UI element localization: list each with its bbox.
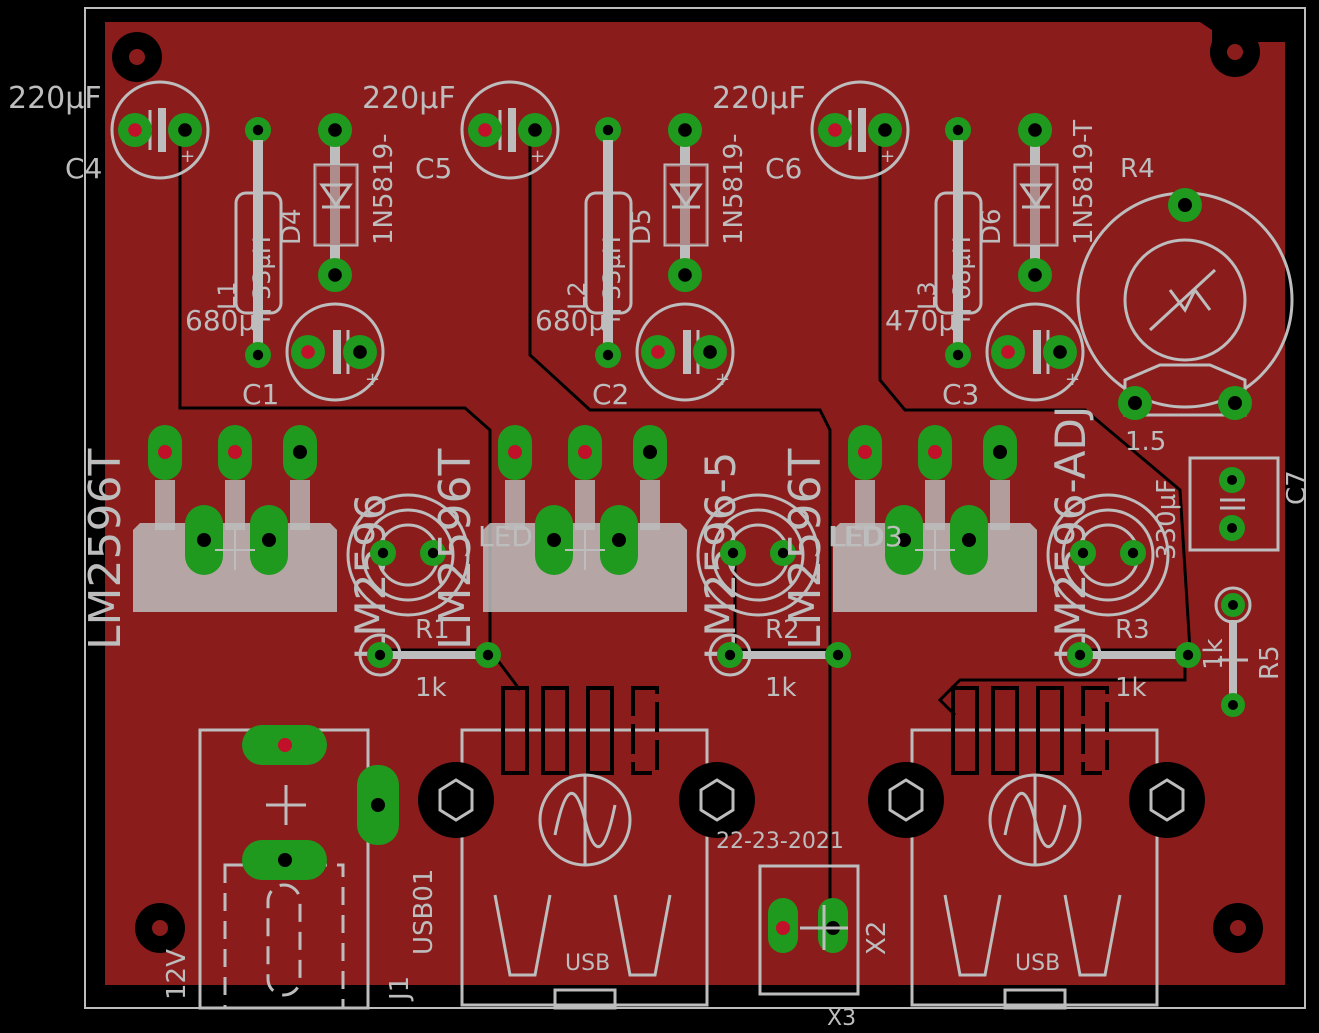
input-cap-2-ref: C5 [415, 152, 452, 185]
copper-pour [105, 22, 1285, 985]
diode-1: 1N5819- D4 [277, 113, 399, 292]
power-jack-j1: 12V J1 USB01 [162, 725, 439, 1010]
resistor-3-value: 1k [1115, 673, 1147, 703]
diode-3-value: 1N5819-T [1069, 120, 1099, 245]
jack-label: 12V [162, 949, 192, 1000]
output-cap-1-value: 680µF [185, 304, 272, 337]
svg-text:+: + [365, 369, 380, 390]
diode-1-ref: D4 [277, 208, 307, 245]
output-cap-3-ref: C3 [942, 378, 979, 411]
resistor-3: R3 1k [1058, 615, 1201, 703]
usb-1-label: USB [565, 951, 610, 976]
c7-value: 330µF [1152, 479, 1182, 560]
diode-3: 1N5819-T D6 [977, 113, 1099, 292]
inductor-1-value: 33µH [248, 236, 276, 300]
input-cap-3-value: 220µF [712, 81, 806, 116]
output-cap-2-value: 680µF [535, 304, 622, 337]
usb-connector-1: USB [418, 686, 755, 1010]
resistor-1-ref: R1 [415, 615, 450, 645]
date-label: 22-23-2021 [716, 829, 844, 854]
output-cap-2-ref: C2 [592, 378, 629, 411]
svg-text:+: + [1065, 369, 1080, 390]
svg-text:+: + [180, 146, 195, 167]
r5-ref: R5 [1255, 645, 1285, 680]
traces [178, 130, 1192, 930]
output-cap-1-ref: C1 [242, 378, 279, 411]
inductor-3-value: 68µH [948, 236, 976, 300]
input-cap-2-value: 220µF [362, 81, 456, 116]
svg-text:+: + [880, 146, 895, 167]
diode-2-value: 1N5819- [719, 133, 749, 245]
svg-text:+: + [715, 369, 730, 390]
board-outline [84, 7, 1306, 1009]
resistor-1: R1 1k [358, 615, 501, 703]
input-cap-1-value: 220µF [8, 81, 102, 116]
resistor-1-value: 1k [415, 673, 447, 703]
svg-text:+: + [530, 146, 545, 167]
resistor-2: R2 1k [708, 615, 851, 703]
regulator-3-label: LM2596T [780, 449, 831, 650]
resistor-3-ref: R3 [1115, 615, 1150, 645]
inductor-1-ref: L1 [213, 281, 241, 310]
trimmer-r4: R4 1.5 [1076, 154, 1294, 457]
x2-ref: X2 [862, 921, 892, 955]
regulator-1-label: LM2596T [80, 449, 131, 650]
r5-value: 1k [1199, 638, 1229, 670]
output-cap-3: +470µF C3 [885, 302, 1085, 411]
r4-ref: R4 [1120, 154, 1155, 184]
input-cap-3: +220µF C6 [712, 80, 910, 185]
resistor-2-ref: R2 [765, 615, 800, 645]
jack-ref: J1 [385, 976, 415, 1002]
input-cap-2: +220µF C5 [362, 80, 560, 185]
usb01-ref: USB01 [409, 869, 439, 955]
diode-2-ref: D5 [627, 208, 657, 245]
regulator-2-label: LM2596T [430, 449, 481, 650]
usb-2-label: USB [1015, 951, 1060, 976]
inductor-2-ref: L2 [563, 281, 591, 310]
mounting-holes [112, 27, 1263, 953]
led-3: LED3 [830, 493, 1170, 617]
r4-value: 1.5 [1125, 427, 1166, 457]
input-cap-1: +220µF C4 [8, 80, 210, 185]
inductor-2-value: 33µH [598, 236, 626, 300]
resistor-2-value: 1k [765, 673, 797, 703]
input-cap-3-ref: C6 [765, 152, 802, 185]
capacitor-c7: C7 330µF [1152, 456, 1312, 560]
resistor-r5: R5 1k [1199, 586, 1285, 717]
input-cap-1-ref: C4 [65, 152, 102, 185]
diode-1-value: 1N5819- [369, 133, 399, 245]
connector-x2: X2 X3 22-23-2021 [716, 829, 892, 1031]
inductor-3-ref: L3 [913, 281, 941, 310]
diode-3-ref: D6 [977, 208, 1007, 245]
led-3-ref: LED3 [830, 520, 903, 553]
x3-ref: X3 [827, 1006, 856, 1031]
output-cap-2: +680µF C2 [535, 302, 735, 411]
diode-2: 1N5819- D5 [627, 113, 749, 292]
usb-connector-2: USB [868, 686, 1205, 1010]
output-cap-3-value: 470µF [885, 304, 972, 337]
output-cap-1: +680µF C1 [185, 302, 385, 411]
c7-ref: C7 [1282, 470, 1312, 505]
